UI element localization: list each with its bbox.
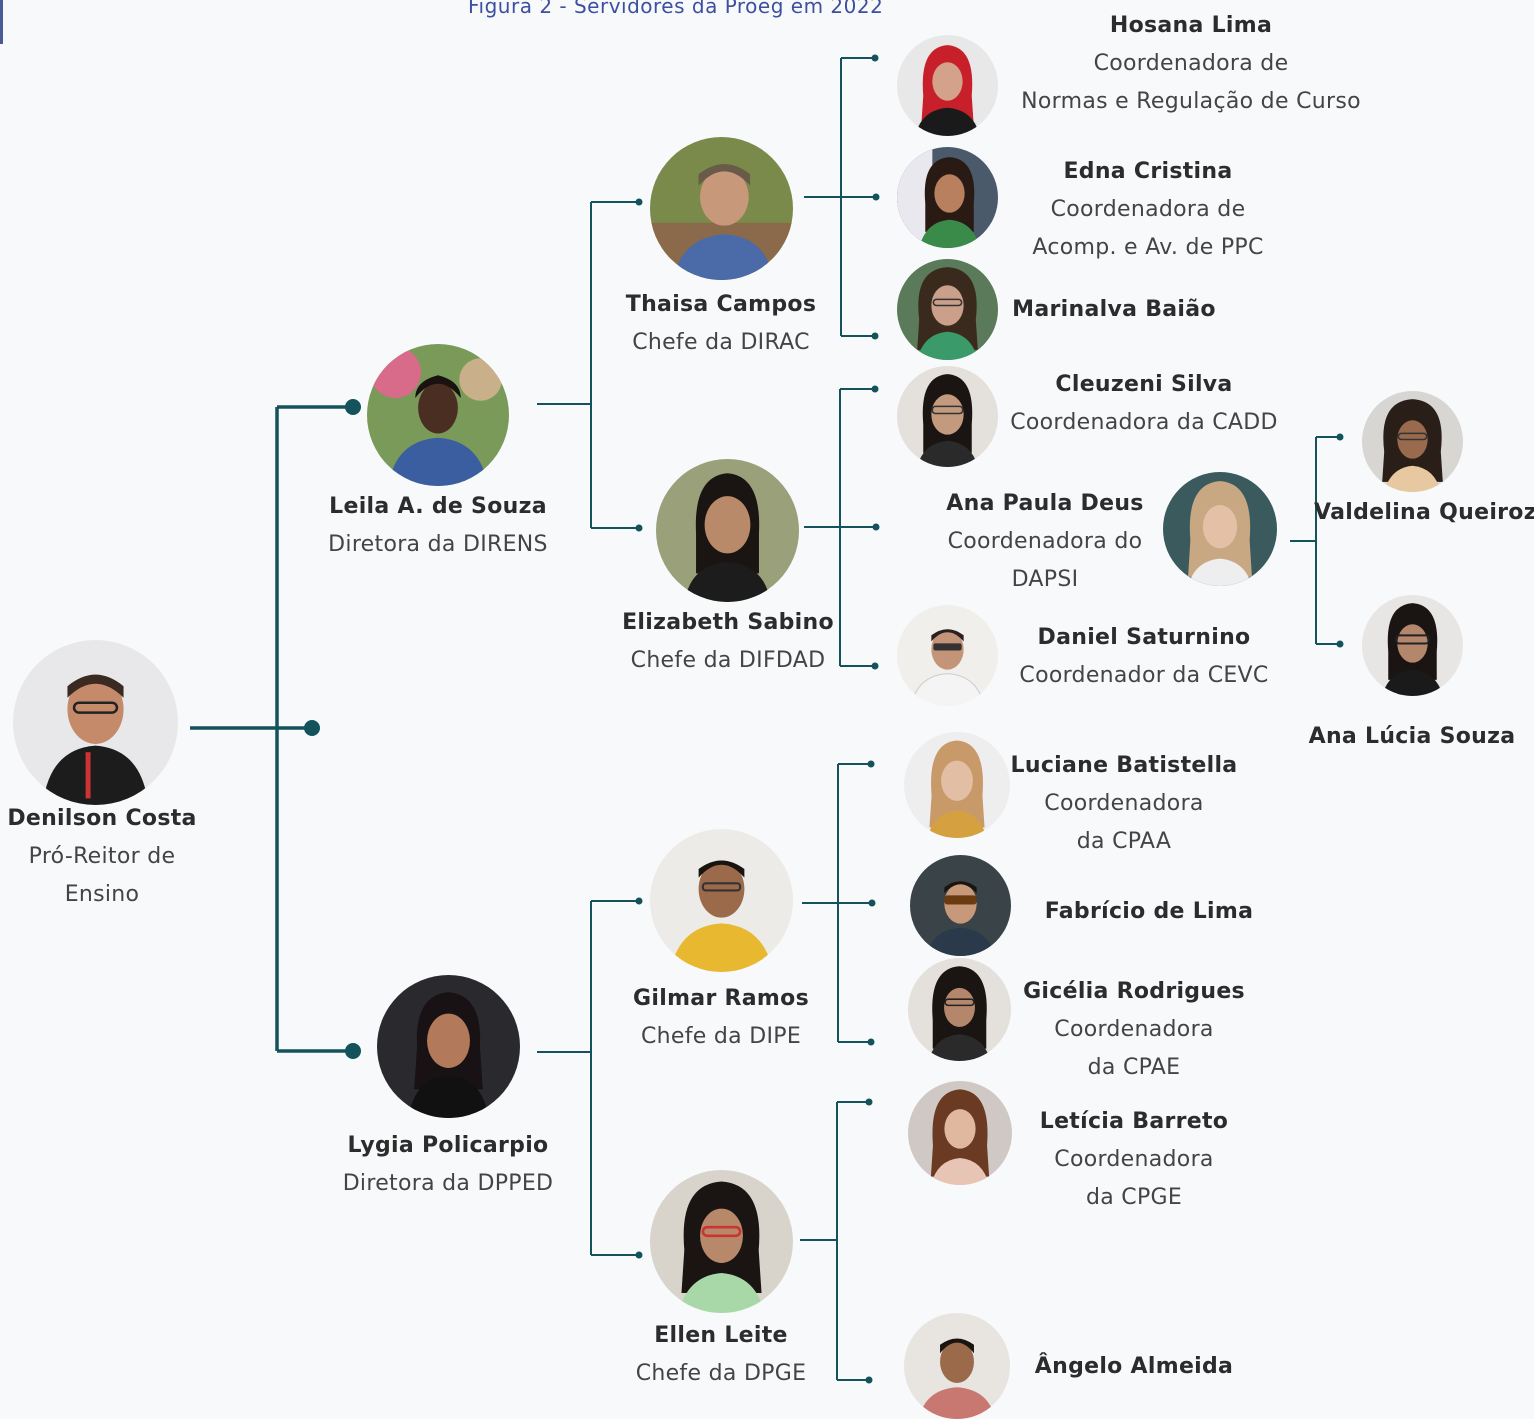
person-luciane: Luciane Batistella Coordenadora da CPAA (1008, 747, 1240, 861)
role-label: Chefe da DPGE (635, 1361, 807, 1386)
person-marinalva: Marinalva Baião (1004, 291, 1224, 329)
person-edna: Edna Cristina Coordenadora de Acomp. e A… (1016, 153, 1280, 267)
person-cleuzeni: Cleuzeni Silva Coordenadora da CADD (998, 366, 1290, 442)
name-label: Edna Cristina (1063, 159, 1233, 184)
avatar-daniel (897, 605, 998, 706)
person-fabricio: Fabrício de Lima (1034, 893, 1264, 931)
role-label: Coordenadora (1054, 1017, 1214, 1042)
name-label: Ana Lúcia Souza (1308, 724, 1516, 749)
person-leticia: Letícia Barreto Coordenadora da CPGE (1024, 1103, 1244, 1217)
avatar-denilson (13, 640, 178, 805)
avatar-analucia (1362, 595, 1463, 696)
name-label: Hosana Lima (1109, 13, 1273, 38)
person-valdelina: Valdelina Queiroz (1314, 494, 1534, 532)
role-label: Coordenadora (1044, 791, 1204, 816)
name-label: Ângelo Almeida (1034, 1354, 1234, 1379)
role-label: Coordenadora (1054, 1147, 1214, 1172)
role-label: da CPGE (1085, 1185, 1183, 1210)
name-label: Letícia Barreto (1039, 1109, 1229, 1134)
person-denilson: Denilson Costa Pró-Reitor de Ensino (0, 800, 204, 914)
role-label: Diretora da DIRENS (328, 532, 548, 557)
person-leila: Leila A. de Souza Diretora da DIRENS (318, 488, 558, 564)
name-label: Luciane Batistella (1010, 753, 1238, 778)
avatar-cleuzeni (897, 366, 998, 467)
avatar-thaisa (650, 137, 793, 280)
avatar-luciane (904, 732, 1010, 838)
avatar-hosana (897, 35, 998, 136)
avatar-ellen (650, 1170, 793, 1313)
role-label: Coordenadora do (947, 529, 1143, 554)
role-label: Coordenador da CEVC (1019, 663, 1269, 688)
left-accent-bar (0, 0, 3, 44)
person-analucia: Ana Lúcia Souza (1302, 718, 1522, 756)
person-gilmar: Gilmar Ramos Chefe da DIPE (611, 980, 831, 1056)
avatar-elizabeth (656, 459, 799, 602)
role-label: da CPAA (1076, 829, 1172, 854)
avatar-lygia (377, 975, 520, 1118)
role-label: Pró-Reitor de (28, 844, 176, 869)
name-label: Gicélia Rodrigues (1023, 979, 1245, 1004)
role-label: Chefe da DIFDAD (630, 648, 826, 673)
name-label: Marinalva Baião (1012, 297, 1216, 322)
name-label: Thaisa Campos (625, 292, 817, 317)
name-label: Ellen Leite (654, 1323, 788, 1348)
person-ellen: Ellen Leite Chefe da DPGE (611, 1317, 831, 1393)
avatar-valdelina (1362, 391, 1463, 492)
person-angelo: Ângelo Almeida (1024, 1348, 1244, 1386)
avatar-gilmar (650, 829, 793, 972)
name-label: Ana Paula Deus (946, 491, 1144, 516)
avatar-edna (897, 147, 998, 248)
name-label: Daniel Saturnino (1037, 625, 1251, 650)
figure-caption: Figura 2 - Servidores da Proeg em 2022 (468, 0, 884, 18)
role-label: Normas e Regulação de Curso (1021, 89, 1361, 114)
person-gicelia: Gicélia Rodrigues Coordenadora da CPAE (1016, 973, 1252, 1087)
name-label: Leila A. de Souza (329, 494, 547, 519)
person-thaisa: Thaisa Campos Chefe da DIRAC (611, 286, 831, 362)
role-label: Acomp. e Av. de PPC (1032, 235, 1264, 260)
role-label: Diretora da DPPED (342, 1171, 554, 1196)
name-label: Denilson Costa (7, 806, 197, 831)
role-label: Ensino (64, 882, 140, 907)
name-label: Valdelina Queiroz (1314, 500, 1534, 525)
person-elizabeth: Elizabeth Sabino Chefe da DIFDAD (611, 604, 845, 680)
avatar-fabricio (910, 855, 1011, 956)
role-label: Chefe da DIPE (640, 1024, 802, 1049)
person-daniel: Daniel Saturnino Coordenador da CEVC (1004, 619, 1284, 695)
person-anapaula: Ana Paula Deus Coordenadora do DAPSI (930, 485, 1160, 599)
role-label: Coordenadora da CADD (1010, 410, 1278, 435)
name-label: Gilmar Ramos (633, 986, 809, 1011)
name-label: Cleuzeni Silva (1055, 372, 1233, 397)
avatar-gicelia (908, 958, 1011, 1061)
role-label: Chefe da DIRAC (632, 330, 810, 355)
name-label: Fabrício de Lima (1044, 899, 1254, 924)
person-hosana: Hosana Lima Coordenadora de Normas e Reg… (1000, 7, 1382, 121)
role-label: Coordenadora de (1050, 197, 1246, 222)
avatar-leticia (908, 1081, 1012, 1185)
avatar-leila (367, 344, 509, 486)
avatar-marinalva (897, 259, 998, 360)
avatar-anapaula (1163, 472, 1277, 586)
person-lygia: Lygia Policarpio Diretora da DPPED (328, 1127, 568, 1203)
name-label: Elizabeth Sabino (622, 610, 834, 635)
role-label: DAPSI (1011, 567, 1079, 592)
role-label: da CPAE (1087, 1055, 1181, 1080)
avatar-angelo (904, 1313, 1010, 1419)
role-label: Coordenadora de (1093, 51, 1289, 76)
name-label: Lygia Policarpio (347, 1133, 549, 1158)
